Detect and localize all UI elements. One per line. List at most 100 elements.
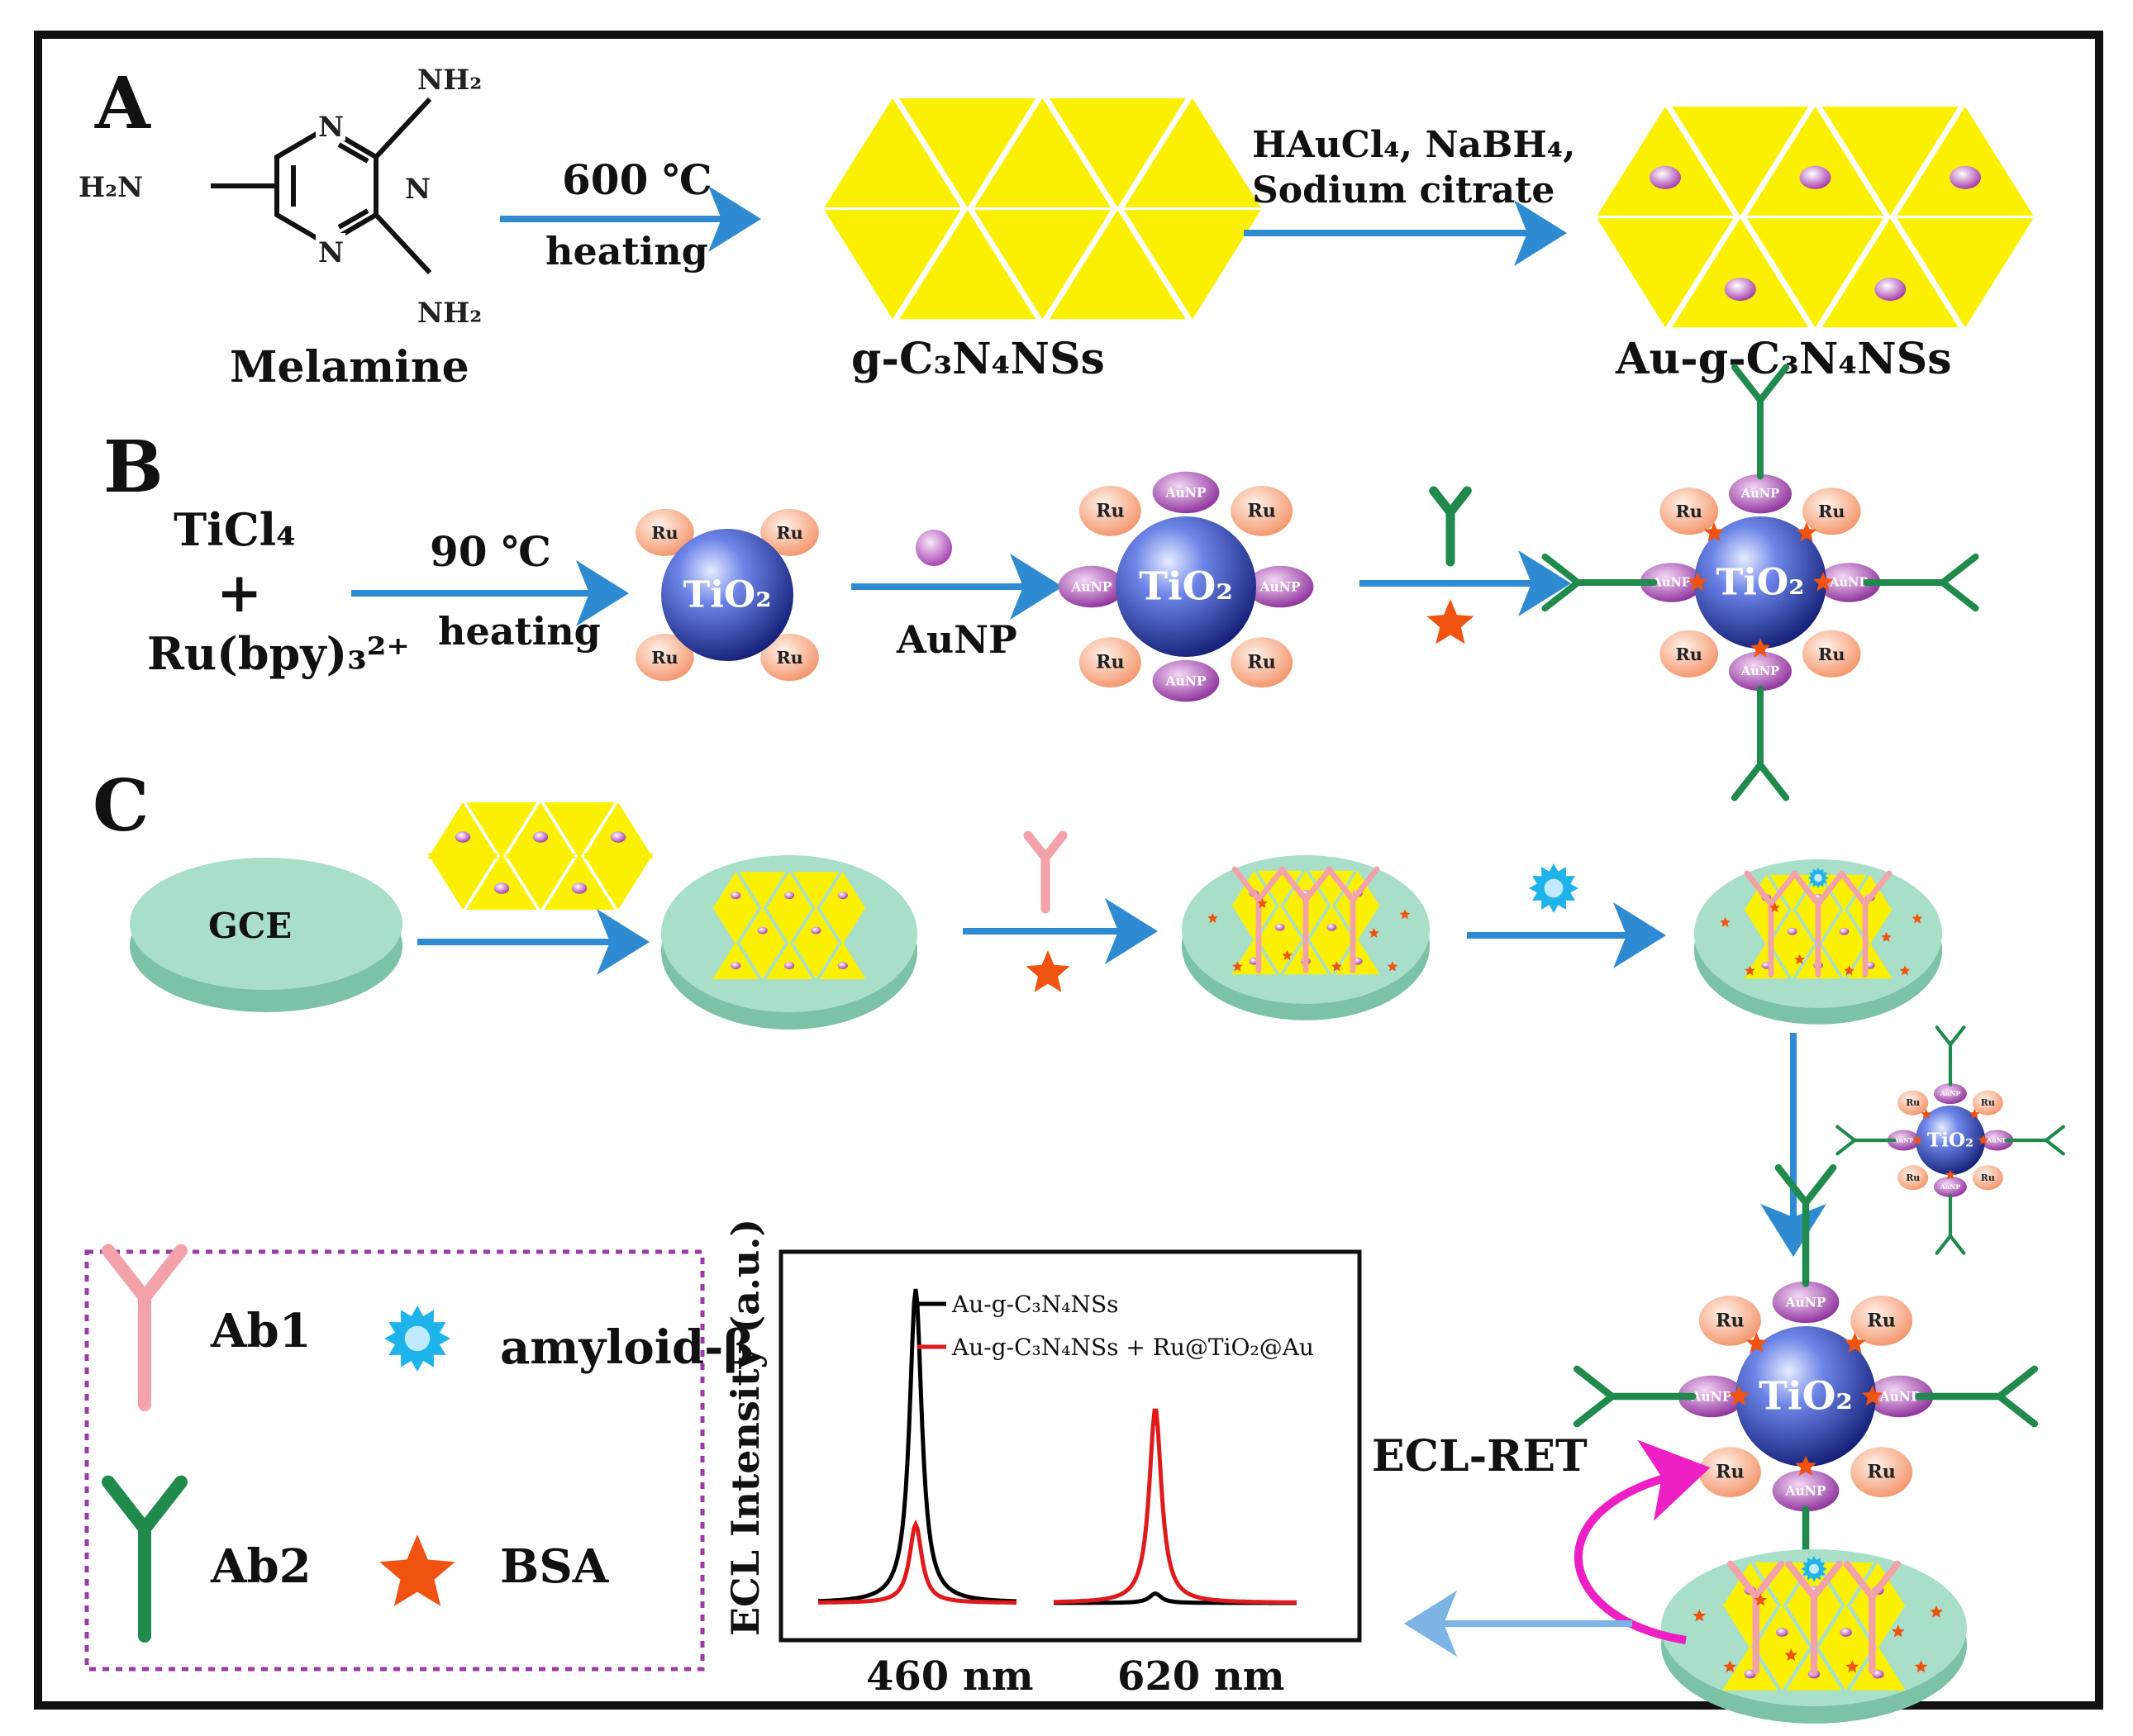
nanosheet-triangle [1744, 874, 1789, 911]
antibody [1835, 1125, 1897, 1156]
panel-label-a: A [94, 62, 151, 145]
nanosheet-triangle [824, 98, 961, 207]
nanosheet-triangle [974, 210, 1111, 320]
gold-nanoparticle [610, 831, 626, 843]
ru-label: Ru [1867, 1462, 1895, 1483]
antibody [101, 1244, 188, 1411]
ring-n-bg [316, 107, 345, 140]
legend-ab2-label: Ab2 [210, 1539, 312, 1594]
nanosheet-triangle [583, 854, 654, 910]
legend-ab1-label: Ab1 [210, 1304, 312, 1358]
ru-label: Ru [776, 522, 802, 543]
gold-nanoparticle [1840, 1628, 1852, 1637]
nanosheet-triangle [1897, 218, 2034, 328]
nanosheet-triangle [1309, 904, 1355, 941]
ring-n-2: N [405, 173, 431, 206]
nanosheet-triangle [1049, 210, 1186, 320]
ru-complex [1659, 630, 1719, 678]
bsa-star [1257, 897, 1268, 908]
tio2-core [1116, 516, 1256, 657]
nanosheet-triangle [1597, 107, 1734, 216]
aunp-bead [1887, 1130, 1921, 1151]
ring-n-bg [316, 233, 345, 266]
gold-nanoparticle [1724, 278, 1756, 302]
nanosheet-triangle [505, 802, 576, 858]
nanosheet-triangle [1847, 942, 1893, 979]
aunp-bead [1729, 473, 1792, 514]
amyloid-reagent-icon [1529, 863, 1578, 913]
nanosheet-triangle [899, 98, 1036, 207]
nanosheet-triangle [1597, 218, 1734, 328]
aunp-label: AuNP [1986, 1137, 2007, 1144]
bsa-reagent-icon [1426, 599, 1474, 644]
ru-complex [1231, 485, 1293, 536]
nanosheet-triangle [1049, 98, 1186, 207]
ab2-icon [101, 1475, 188, 1643]
ru-complex [1972, 1165, 2003, 1191]
nanosheet-triangle [1821, 107, 1959, 216]
bsa-star [1387, 961, 1398, 972]
antibody [1915, 1365, 2039, 1428]
gold-nanoparticle [731, 892, 741, 900]
aunp-bead [1678, 1375, 1745, 1418]
gold-nanoparticle [1839, 927, 1850, 935]
aunp-label: AuNP [1740, 664, 1779, 678]
bsa-star [1795, 1455, 1816, 1476]
bsa-star [1282, 949, 1293, 960]
aunp-bead [1152, 659, 1220, 702]
nanosheet-triangle [1850, 1604, 1906, 1649]
bsa-star [1728, 1385, 1750, 1405]
bsa-star [1426, 599, 1474, 644]
bsa-star [1720, 916, 1731, 927]
bsa-star [1723, 1660, 1737, 1673]
bsa-star [1331, 961, 1342, 972]
nanosheet-triangle [712, 872, 759, 910]
ru-complex [1698, 1447, 1761, 1498]
nanosheet-triangle [466, 854, 537, 910]
nanosheet-triangle [1847, 908, 1893, 945]
ru-label: Ru [1716, 1310, 1744, 1331]
bsa-star [1969, 1108, 1980, 1119]
nanosheet-triangle [739, 942, 786, 979]
amine-top: NH₂ [417, 64, 482, 97]
aunp-bead [1772, 1281, 1840, 1324]
bsa-star [1794, 954, 1805, 964]
tio2-label: TiO₂ [1716, 562, 1804, 604]
antibody [1731, 685, 1790, 801]
nanosheet-triangle [1231, 904, 1277, 941]
antibody [1935, 1025, 1966, 1087]
bsa-star [1369, 927, 1379, 938]
nanosheet-triangle [1818, 1646, 1874, 1691]
gold-nanoparticle [783, 892, 795, 900]
antibody [1791, 870, 1845, 977]
antibody [1429, 486, 1472, 567]
au-gcn-nanosheets [1597, 107, 2034, 328]
nanosheet-triangle [712, 906, 759, 944]
aunp-bead [1866, 1375, 1934, 1418]
gold-nanoparticle [1776, 1628, 1788, 1637]
gcn-label: g-C₃N₄NSs [851, 334, 1105, 384]
nanosheet-triangle [1309, 938, 1355, 975]
electrode-amyloid-bound [1694, 859, 1942, 1025]
au-gcn-label: Au-g-C₃N₄NSs [1615, 334, 1952, 384]
nanosheet-triangle [1231, 938, 1277, 975]
step-a1-temp: 600 ℃ [562, 155, 712, 204]
ru-complex [636, 634, 694, 682]
nanosheet-triangle [1786, 1562, 1842, 1607]
gold-nanoparticle [837, 961, 848, 969]
bsa-star [1703, 522, 1725, 542]
step-b1-temp: 90 ℃ [430, 527, 551, 576]
antibody [1326, 866, 1380, 973]
aunp-label: AuNP [1690, 1389, 1731, 1405]
nanosheet-triangle [1821, 942, 1867, 979]
aunp-label: AuNP [1070, 579, 1112, 595]
electrode-sandwich [1661, 1549, 1967, 1724]
tio2-core [1916, 1106, 1985, 1175]
amyloid-icon [384, 1306, 450, 1372]
au-gcn-reagent-icon [427, 802, 654, 910]
nanosheet-triangle [739, 872, 786, 910]
nanosheet-triangle [427, 802, 498, 858]
